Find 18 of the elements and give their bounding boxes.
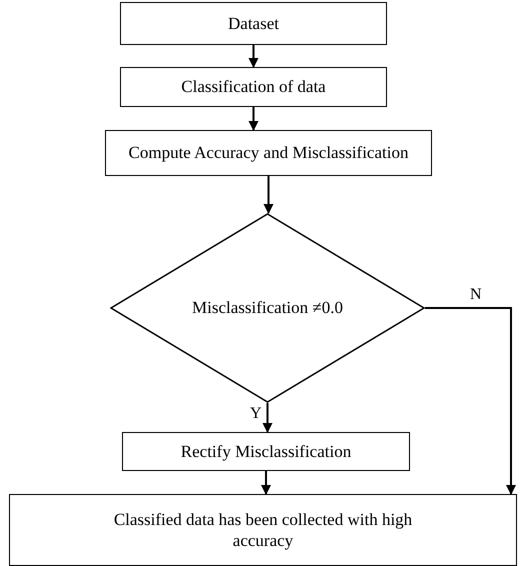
arrow <box>425 307 516 495</box>
node-text: Dataset <box>228 12 279 34</box>
process-box <box>120 67 387 107</box>
process-box <box>122 432 410 471</box>
process-box <box>105 130 432 176</box>
arrow <box>261 471 271 495</box>
arrow <box>248 107 258 131</box>
node-text: Classified data has been collected with high accuracy <box>112 508 414 552</box>
node-text: Classification of data <box>181 76 326 98</box>
process-box <box>120 2 387 45</box>
process-box <box>9 494 517 566</box>
node-text: Rectify Misclassification <box>180 440 352 462</box>
arrow <box>248 45 258 68</box>
node-text: Misclassification ≠0.0 <box>192 297 343 319</box>
decision-diamond <box>110 213 425 403</box>
arrow <box>264 176 274 214</box>
arrow <box>262 403 272 433</box>
node-text: Compute Accuracy and Misclassification <box>128 142 408 164</box>
